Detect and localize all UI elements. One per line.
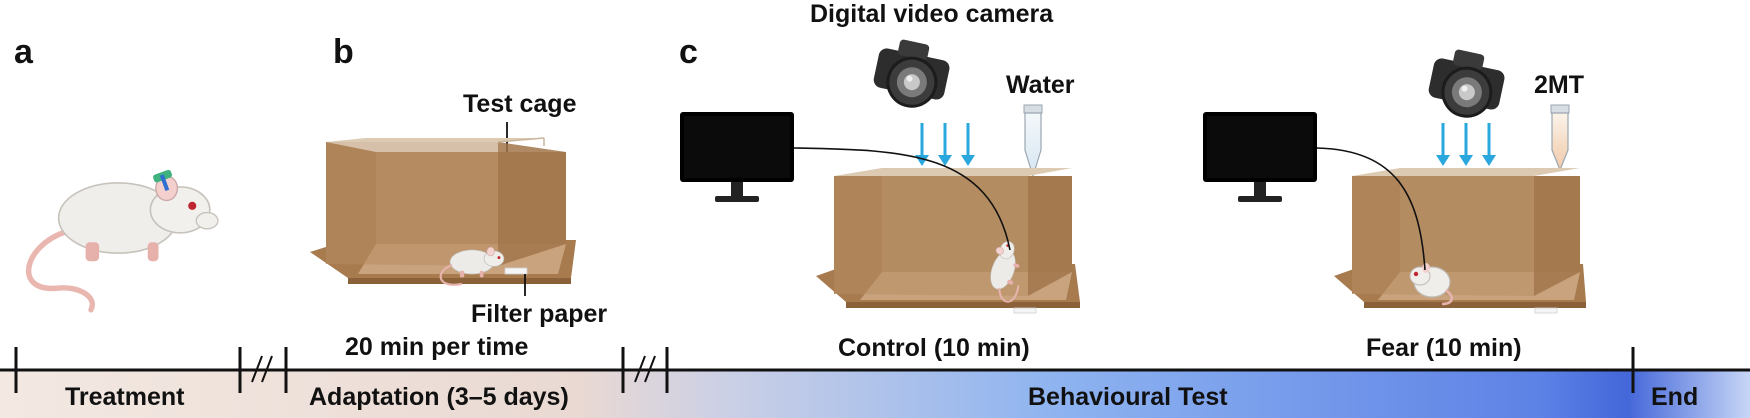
filter-paper-icon — [504, 267, 528, 275]
control-filter-paper — [1013, 307, 1037, 314]
fear-rat-icon — [1409, 263, 1454, 306]
tmt-label: 2MT — [1534, 71, 1584, 99]
adaptation-cage-icon — [310, 137, 576, 284]
control-monitor-icon — [680, 112, 794, 202]
timeline-behavioural-label: Behavioural Test — [1028, 383, 1228, 411]
timeline-band — [0, 370, 1750, 418]
timeline-ticks — [14, 347, 1635, 393]
panel-letter-a: a — [14, 33, 34, 71]
control-label: Control (10 min) — [838, 334, 1030, 362]
duration-label: 20 min per time — [345, 333, 528, 361]
filter-paper-label: Filter paper — [471, 300, 607, 328]
fear-monitor-icon — [1203, 112, 1317, 202]
tmt-test-tube-icon — [1550, 104, 1570, 172]
fear-cage-icon — [1334, 168, 1586, 308]
camera-label: Digital video camera — [810, 0, 1054, 28]
control-camera-icon — [873, 39, 950, 108]
timeline-end-label: End — [1651, 383, 1698, 411]
control-cage-icon — [816, 168, 1080, 308]
test-cage-label: Test cage — [463, 90, 577, 118]
timeline-breaks — [251, 355, 656, 383]
water-label: Water — [1006, 71, 1075, 99]
fear-cable — [1316, 147, 1426, 271]
control-cable — [793, 147, 1011, 251]
fear-arrows — [1436, 123, 1496, 166]
panel-letter-b: b — [333, 33, 354, 71]
timeline-adaptation-label: Adaptation (3–5 days) — [309, 383, 569, 411]
timeline-treatment-label: Treatment — [65, 383, 185, 411]
rat-icon — [26, 169, 219, 313]
fear-camera-icon — [1428, 49, 1505, 118]
fear-label: Fear (10 min) — [1366, 334, 1522, 362]
fear-filter-paper — [1534, 307, 1558, 314]
panel-letter-c: c — [679, 33, 698, 71]
water-test-tube-icon — [1023, 104, 1043, 179]
